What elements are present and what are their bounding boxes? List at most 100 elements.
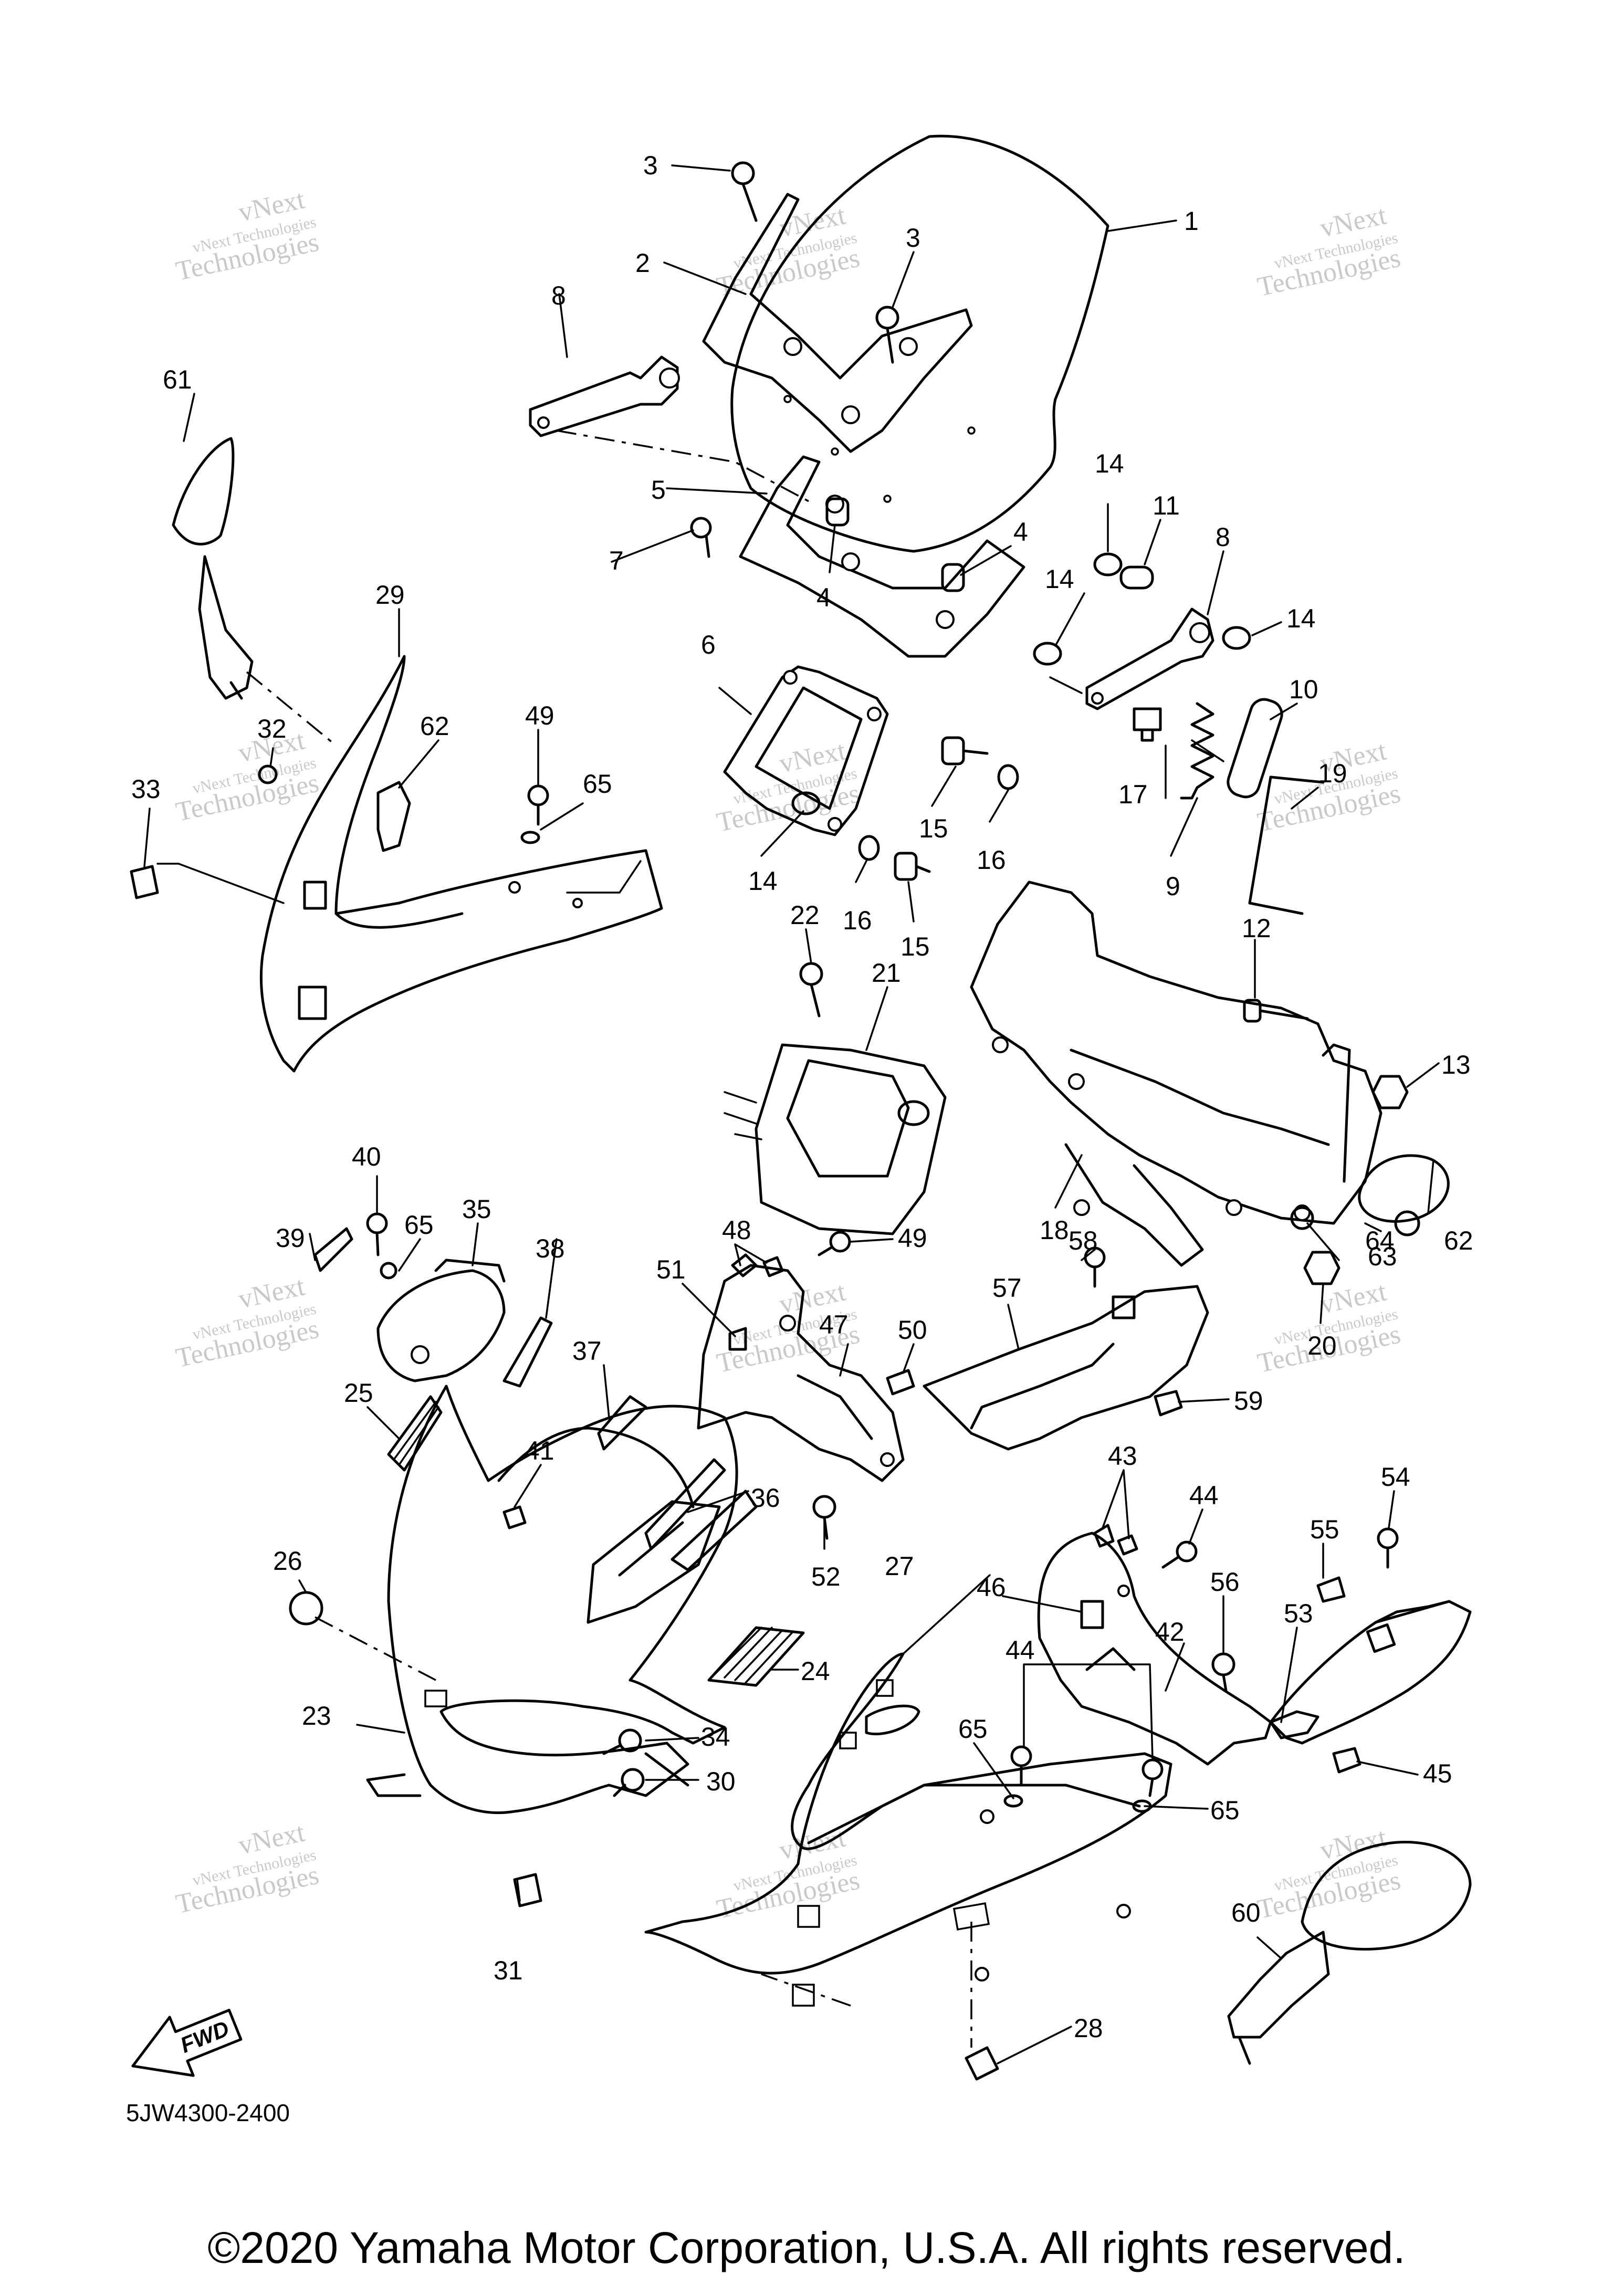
fwd-label: FWD bbox=[177, 2016, 233, 2057]
part-washer bbox=[520, 831, 540, 844]
callout: 9 bbox=[1166, 872, 1180, 901]
part-upper-bracket bbox=[702, 193, 973, 453]
callout: 5 bbox=[651, 475, 666, 505]
callout: 54 bbox=[1381, 1462, 1410, 1492]
part-screw bbox=[875, 306, 899, 364]
callout: 44 bbox=[1189, 1481, 1219, 1510]
callout: 51 bbox=[656, 1255, 686, 1284]
part-clip bbox=[728, 1327, 747, 1351]
part-screw bbox=[818, 1231, 851, 1256]
callout: 53 bbox=[1284, 1599, 1313, 1628]
part-inner-duct bbox=[497, 1427, 758, 1571]
callout: 14 bbox=[1286, 604, 1316, 633]
part-screw bbox=[527, 784, 549, 826]
part-bracket-small bbox=[313, 1227, 353, 1272]
callout: 39 bbox=[276, 1223, 305, 1253]
callout: 40 bbox=[352, 1142, 381, 1171]
callout-labels: 1 2 3 3 4 4 5 6 7 8 8 9 10 11 12 13 14 1… bbox=[131, 151, 1473, 2043]
callout: 27 bbox=[885, 1551, 914, 1581]
part-screw bbox=[613, 1768, 645, 1797]
callout: 17 bbox=[1118, 780, 1148, 809]
callout: 22 bbox=[790, 900, 820, 930]
part-screw bbox=[1010, 1745, 1032, 1787]
part-side-cover-right bbox=[1269, 1600, 1472, 1745]
copyright: ©2020 Yamaha Motor Corporation, U.S.A. A… bbox=[207, 2223, 1405, 2272]
callout: 48 bbox=[722, 1215, 751, 1245]
part-inner-cover-right bbox=[1037, 1532, 1272, 1766]
watermark: vNext vNext Technologies Technologies bbox=[173, 1271, 321, 1374]
part-side-panel-left bbox=[259, 655, 663, 1073]
callout: 12 bbox=[1242, 914, 1271, 943]
callout: 30 bbox=[706, 1767, 736, 1796]
callout: 19 bbox=[1318, 759, 1347, 788]
callout: 34 bbox=[701, 1722, 730, 1752]
part-clip bbox=[965, 2046, 999, 2081]
callout: 35 bbox=[462, 1194, 491, 1224]
callout: 1 bbox=[1184, 206, 1199, 236]
callout: 63 bbox=[1368, 1242, 1397, 1271]
part-inner-bracket bbox=[697, 1264, 905, 1482]
part-clip bbox=[258, 764, 278, 784]
part-collar bbox=[1290, 1206, 1314, 1230]
part-bolt bbox=[1243, 999, 1309, 1023]
part-washer bbox=[858, 835, 880, 861]
part-nut-plate bbox=[886, 1369, 915, 1396]
part-nut-plate bbox=[130, 865, 159, 899]
part-rod bbox=[1248, 775, 1325, 915]
callout: 62 bbox=[1444, 1226, 1473, 1255]
part-collar bbox=[1033, 642, 1062, 666]
part-bolt bbox=[941, 736, 989, 766]
callout: 6 bbox=[701, 630, 716, 659]
callout: 4 bbox=[816, 583, 831, 612]
part-meter-frame bbox=[723, 665, 889, 836]
callout: 62 bbox=[420, 711, 449, 741]
watermark: vNext vNext Technologies Technologies bbox=[173, 1817, 321, 1920]
callout: 44 bbox=[1005, 1635, 1035, 1665]
part-screen-panel bbox=[707, 1626, 805, 1687]
callout: 58 bbox=[1069, 1226, 1098, 1255]
callout: 41 bbox=[525, 1436, 554, 1465]
watermarks: vNext vNext Technologies Technologies vN… bbox=[173, 184, 1403, 1925]
callout: 55 bbox=[1310, 1515, 1339, 1544]
part-collar bbox=[1394, 1210, 1420, 1236]
callout: 25 bbox=[344, 1378, 373, 1408]
part-inner-panel-right bbox=[923, 1285, 1209, 1451]
callout: 65 bbox=[583, 769, 612, 799]
callout: 49 bbox=[525, 701, 554, 730]
callout: 33 bbox=[131, 774, 161, 804]
callout: 65 bbox=[958, 1714, 988, 1744]
part-windshield bbox=[730, 134, 1109, 553]
leader-lines bbox=[143, 164, 1440, 2064]
part-collar bbox=[825, 497, 850, 527]
part-nut bbox=[1303, 1251, 1340, 1285]
part-screw bbox=[1377, 1527, 1399, 1569]
part-arm-right bbox=[1085, 607, 1214, 710]
callout: 65 bbox=[404, 1210, 434, 1240]
callout: 14 bbox=[1095, 449, 1124, 478]
callout: 26 bbox=[273, 1546, 302, 1576]
part-mirror-left bbox=[172, 437, 254, 700]
part-bracket-small bbox=[597, 1395, 647, 1451]
callout: 7 bbox=[609, 546, 624, 575]
callout: 42 bbox=[1155, 1617, 1185, 1647]
callout: 16 bbox=[977, 845, 1006, 875]
callout: 4 bbox=[1013, 517, 1028, 547]
callout: 13 bbox=[1441, 1050, 1471, 1079]
part-stay-frame bbox=[970, 880, 1382, 1267]
callout: 49 bbox=[898, 1223, 927, 1253]
watermark: vNext vNext Technologies Technologies bbox=[714, 1822, 862, 1925]
part-mirror-right bbox=[1227, 1841, 1472, 2065]
part-cover bbox=[376, 1269, 506, 1382]
callout: 59 bbox=[1234, 1386, 1263, 1416]
callout: 38 bbox=[536, 1234, 565, 1263]
callout: 36 bbox=[751, 1483, 780, 1513]
part-bracket-small bbox=[502, 1316, 553, 1388]
part-clip bbox=[1117, 1534, 1138, 1556]
callout: 47 bbox=[819, 1310, 849, 1339]
part-screw bbox=[690, 517, 712, 558]
callout: 24 bbox=[801, 1657, 830, 1686]
part-collar bbox=[791, 791, 821, 815]
callout: 56 bbox=[1210, 1567, 1240, 1597]
part-clip bbox=[502, 1505, 527, 1529]
part-collar bbox=[1222, 626, 1251, 650]
